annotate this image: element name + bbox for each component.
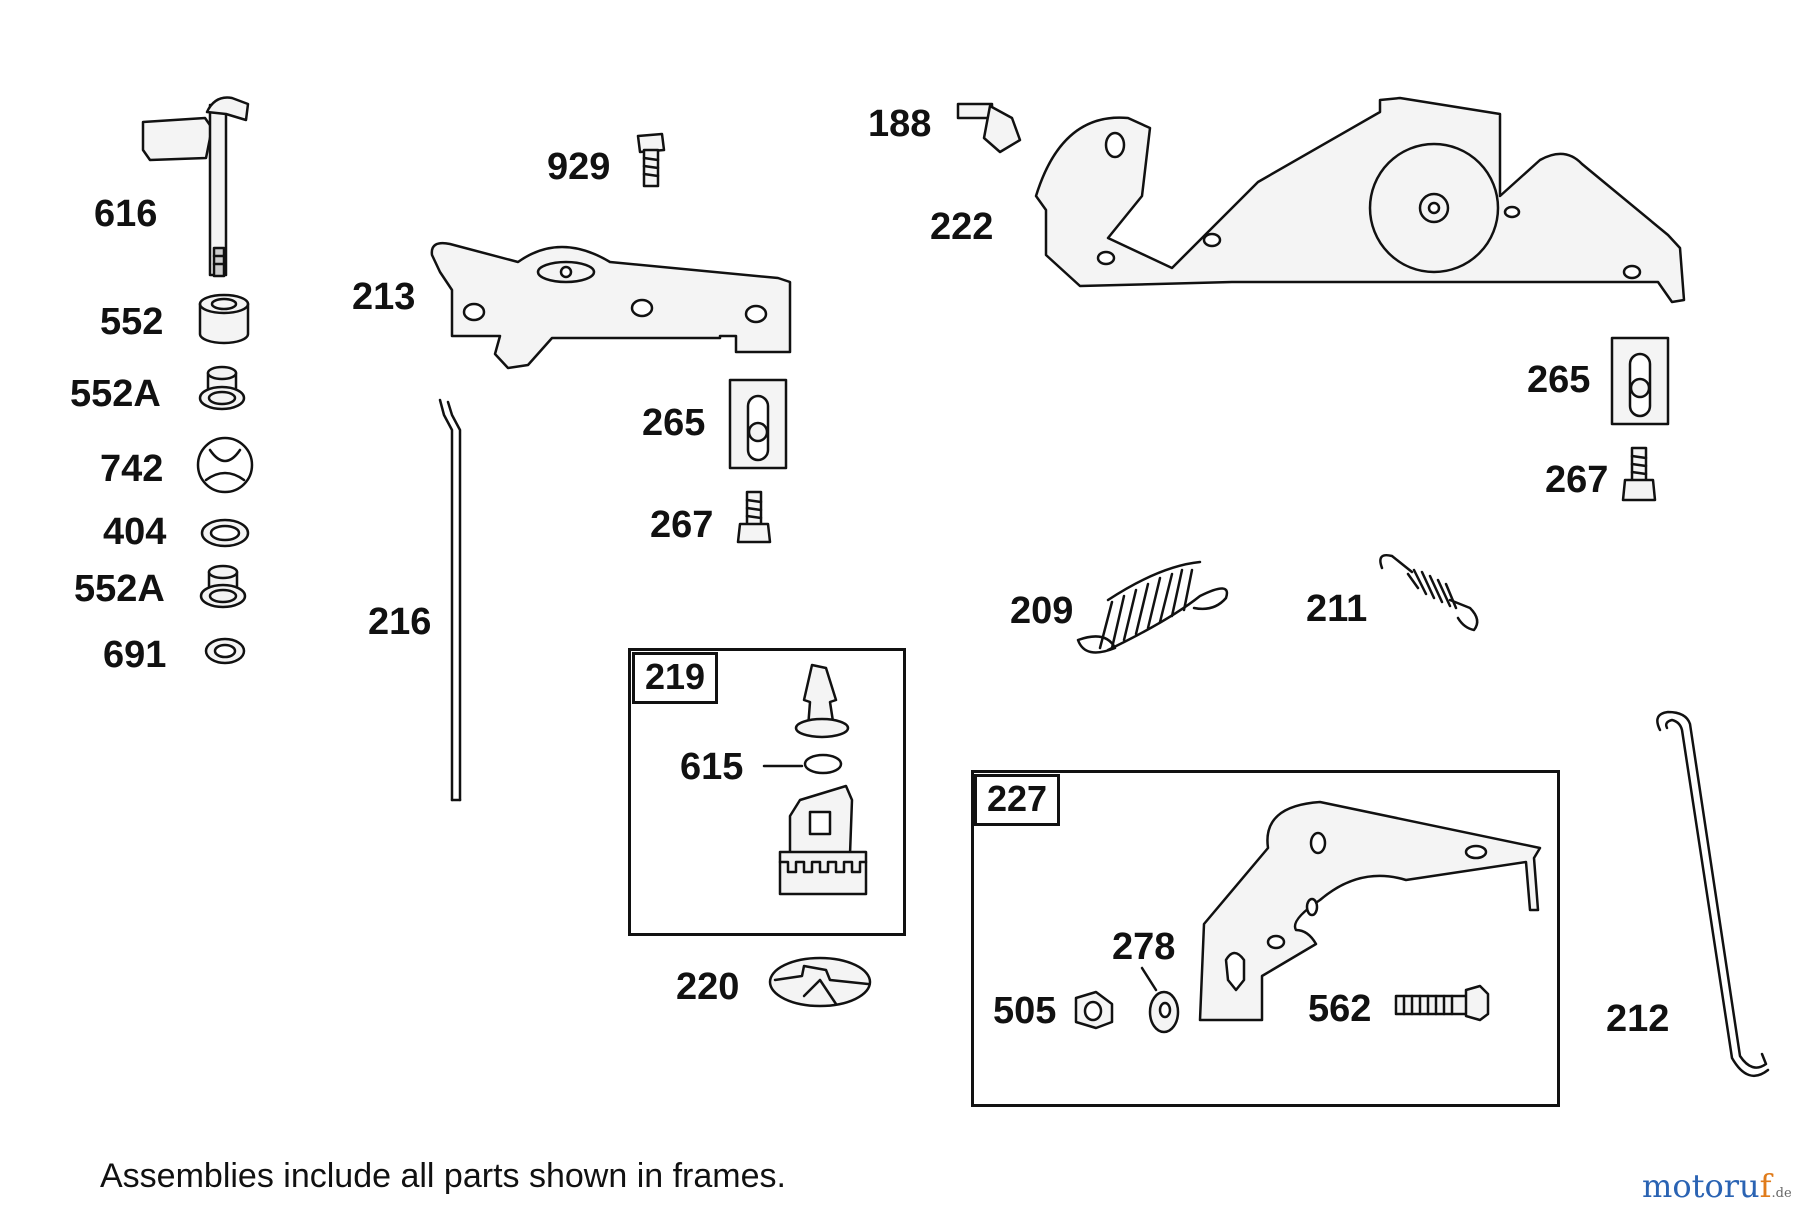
- label-227: 227: [974, 774, 1061, 826]
- label-213: 213: [352, 276, 416, 318]
- label-220: 220: [676, 966, 740, 1008]
- control-bracket-213: [430, 241, 792, 370]
- screw-562: [1394, 984, 1490, 1022]
- screw-267-right: [1621, 446, 1657, 502]
- label-742: 742: [100, 448, 164, 490]
- spring-209: [1076, 560, 1229, 654]
- washer-278: [1140, 966, 1180, 1034]
- bushing-552: [198, 293, 250, 345]
- flanged-bushing-552a-upper: [198, 365, 246, 411]
- brand-tld: .de: [1771, 1186, 1792, 1201]
- governor-disc-220: [768, 956, 872, 1008]
- label-212: 212: [1606, 998, 1670, 1040]
- label-222: 222: [930, 206, 994, 248]
- link-rod-212: [1656, 710, 1770, 1078]
- label-278: 278: [1112, 926, 1176, 968]
- label-691: 691: [103, 634, 167, 676]
- e-ring-742: [196, 436, 254, 494]
- label-552a-lower: 552A: [74, 568, 165, 610]
- brand-accent: f: [1759, 1167, 1772, 1205]
- label-552: 552: [100, 301, 164, 343]
- washer-404: [200, 518, 250, 548]
- label-562: 562: [1308, 988, 1372, 1030]
- bolt-188: [956, 102, 1022, 154]
- brand-logo[interactable]: motoruf.de: [1642, 1167, 1792, 1205]
- nut-505: [1074, 990, 1114, 1030]
- label-209: 209: [1010, 590, 1074, 632]
- flanged-bushing-552a-lower: [199, 564, 247, 609]
- screw-929: [636, 132, 666, 188]
- label-505: 505: [993, 990, 1057, 1032]
- label-404: 404: [103, 511, 167, 553]
- cable-clip-265-left: [728, 378, 788, 470]
- label-929: 929: [547, 146, 611, 188]
- label-211: 211: [1306, 588, 1368, 630]
- label-265-left: 265: [642, 402, 706, 444]
- label-552a-upper: 552A: [70, 373, 161, 415]
- label-188: 188: [868, 103, 932, 145]
- label-616: 616: [94, 193, 158, 235]
- control-bracket-222: [1034, 96, 1686, 304]
- link-rod-216: [438, 398, 462, 802]
- label-216: 216: [368, 601, 432, 643]
- governor-shaft-616: [141, 96, 250, 278]
- label-219: 219: [632, 652, 719, 704]
- screw-267-left: [736, 490, 772, 544]
- assembly-frame-219: [628, 648, 906, 936]
- label-267-right: 267: [1545, 459, 1609, 501]
- footer-note: Assemblies include all parts shown in fr…: [100, 1157, 786, 1195]
- seal-691: [204, 637, 246, 665]
- label-267-left: 267: [650, 504, 714, 546]
- label-265-right: 265: [1527, 359, 1591, 401]
- cable-clip-265-right: [1610, 336, 1670, 426]
- brand-main: motoru: [1642, 1167, 1760, 1205]
- assembly-frame-227: [971, 770, 1560, 1107]
- governor-parts-219: [778, 663, 868, 896]
- label-615: 615: [680, 746, 744, 788]
- spring-211: [1379, 554, 1479, 632]
- control-lever-227: [1198, 800, 1542, 1022]
